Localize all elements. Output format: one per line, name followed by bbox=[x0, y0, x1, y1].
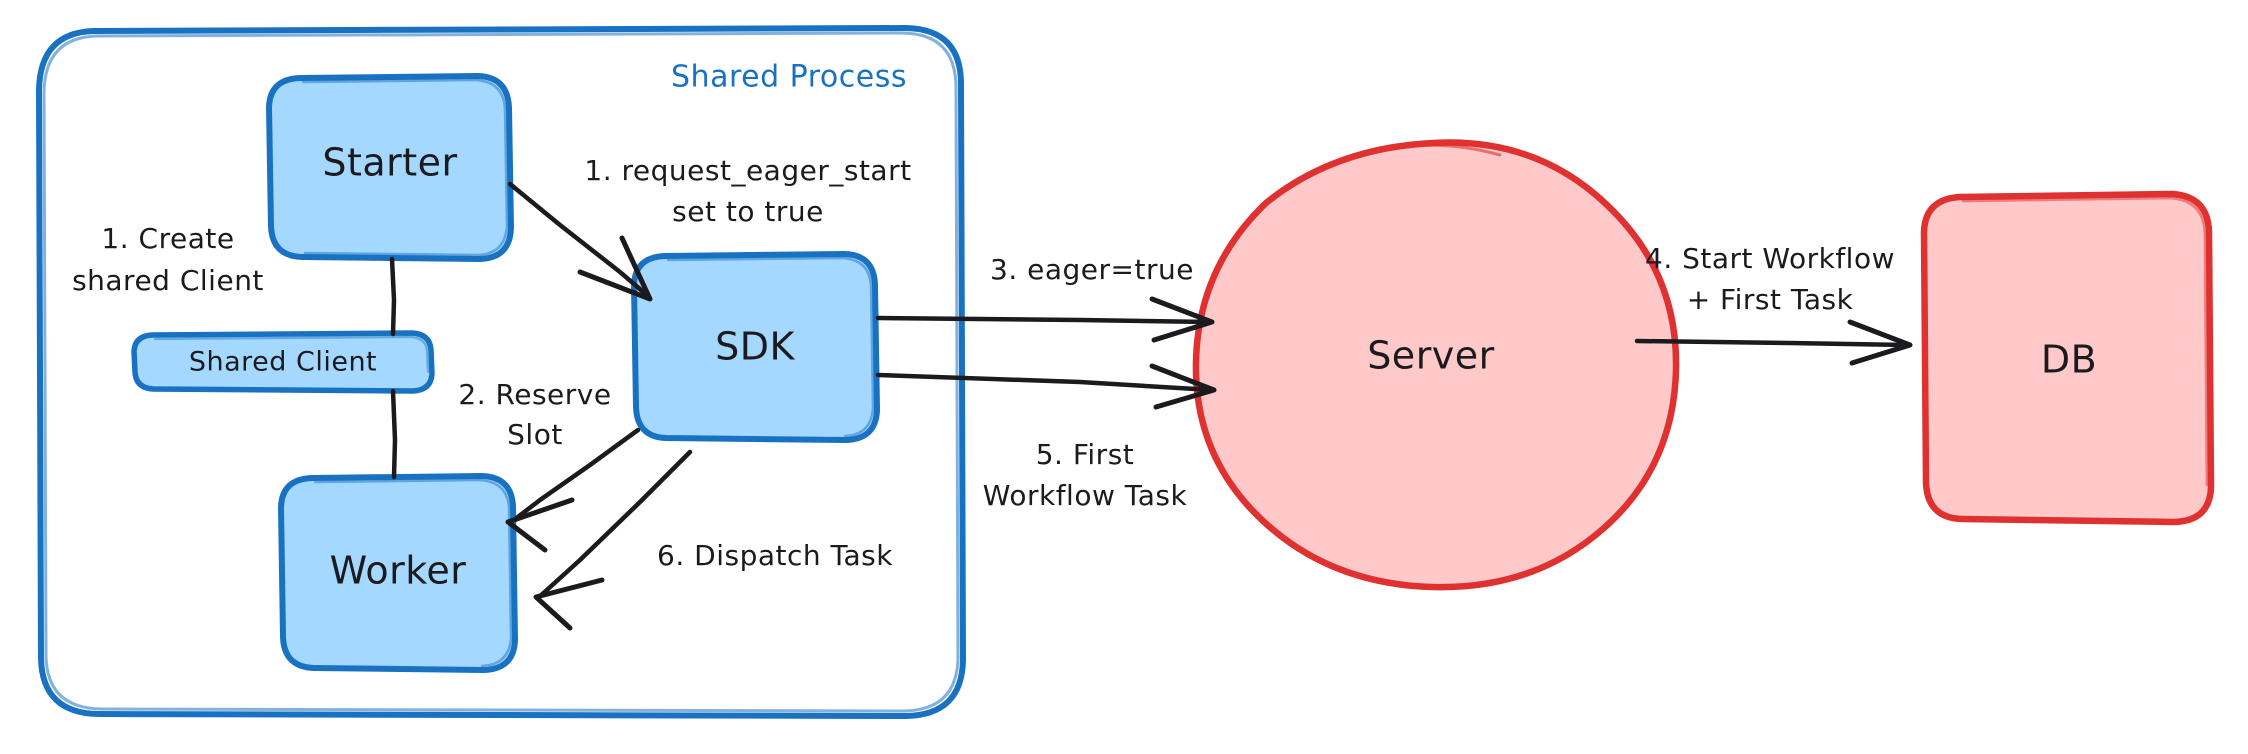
edge-eager-true bbox=[875, 296, 1215, 343]
edge-request-eager-start bbox=[507, 181, 653, 302]
edge-label-create-shared-client-line1: 1. Create bbox=[101, 222, 234, 255]
edge-label-request-eager-start-line1: 1. request_eager_start bbox=[584, 154, 911, 187]
node-server[interactable] bbox=[1192, 139, 1680, 591]
edge-start-workflow-db bbox=[1634, 319, 1913, 366]
node-shared-client[interactable] bbox=[131, 330, 435, 394]
node-db[interactable] bbox=[1920, 190, 2215, 526]
edge-label-start-workflow-line2: + First Task bbox=[1687, 283, 1854, 316]
edge-label-request-eager-start-line2: set to true bbox=[672, 195, 824, 228]
connector-starter-shared-client-worker bbox=[389, 256, 398, 480]
edge-reserve-slot bbox=[505, 427, 641, 553]
node-shared-client-label: Shared Client bbox=[189, 347, 377, 378]
node-db-label: DB bbox=[2041, 338, 2097, 382]
edge-label-create-shared-client-line2: shared Client bbox=[72, 264, 264, 297]
frame-title: Shared Process bbox=[671, 60, 907, 95]
edge-label-start-workflow-line1: 4. Start Workflow bbox=[1645, 242, 1895, 275]
node-starter[interactable] bbox=[266, 73, 514, 262]
edge-label-dispatch-task: 6. Dispatch Task bbox=[657, 539, 893, 572]
node-starter-label: Starter bbox=[322, 141, 457, 185]
node-worker[interactable] bbox=[278, 473, 518, 673]
edge-label-first-workflow-task-line1: 5. First bbox=[1036, 438, 1135, 471]
edge-label-first-workflow-task-line2: Workflow Task bbox=[983, 479, 1188, 512]
node-sdk-label: SDK bbox=[715, 325, 795, 369]
node-server-label: Server bbox=[1367, 334, 1495, 378]
edge-first-workflow-task bbox=[875, 363, 1217, 410]
shared-process-frame[interactable] bbox=[36, 25, 966, 719]
edge-label-reserve-slot-line1: 2. Reserve bbox=[458, 378, 611, 411]
edge-dispatch-task bbox=[533, 449, 693, 631]
node-sdk[interactable] bbox=[631, 251, 880, 443]
node-worker-label: Worker bbox=[330, 549, 467, 593]
edge-label-reserve-slot-line2: Slot bbox=[507, 418, 563, 451]
edge-label-eager-true: 3. eager=true bbox=[990, 253, 1194, 286]
